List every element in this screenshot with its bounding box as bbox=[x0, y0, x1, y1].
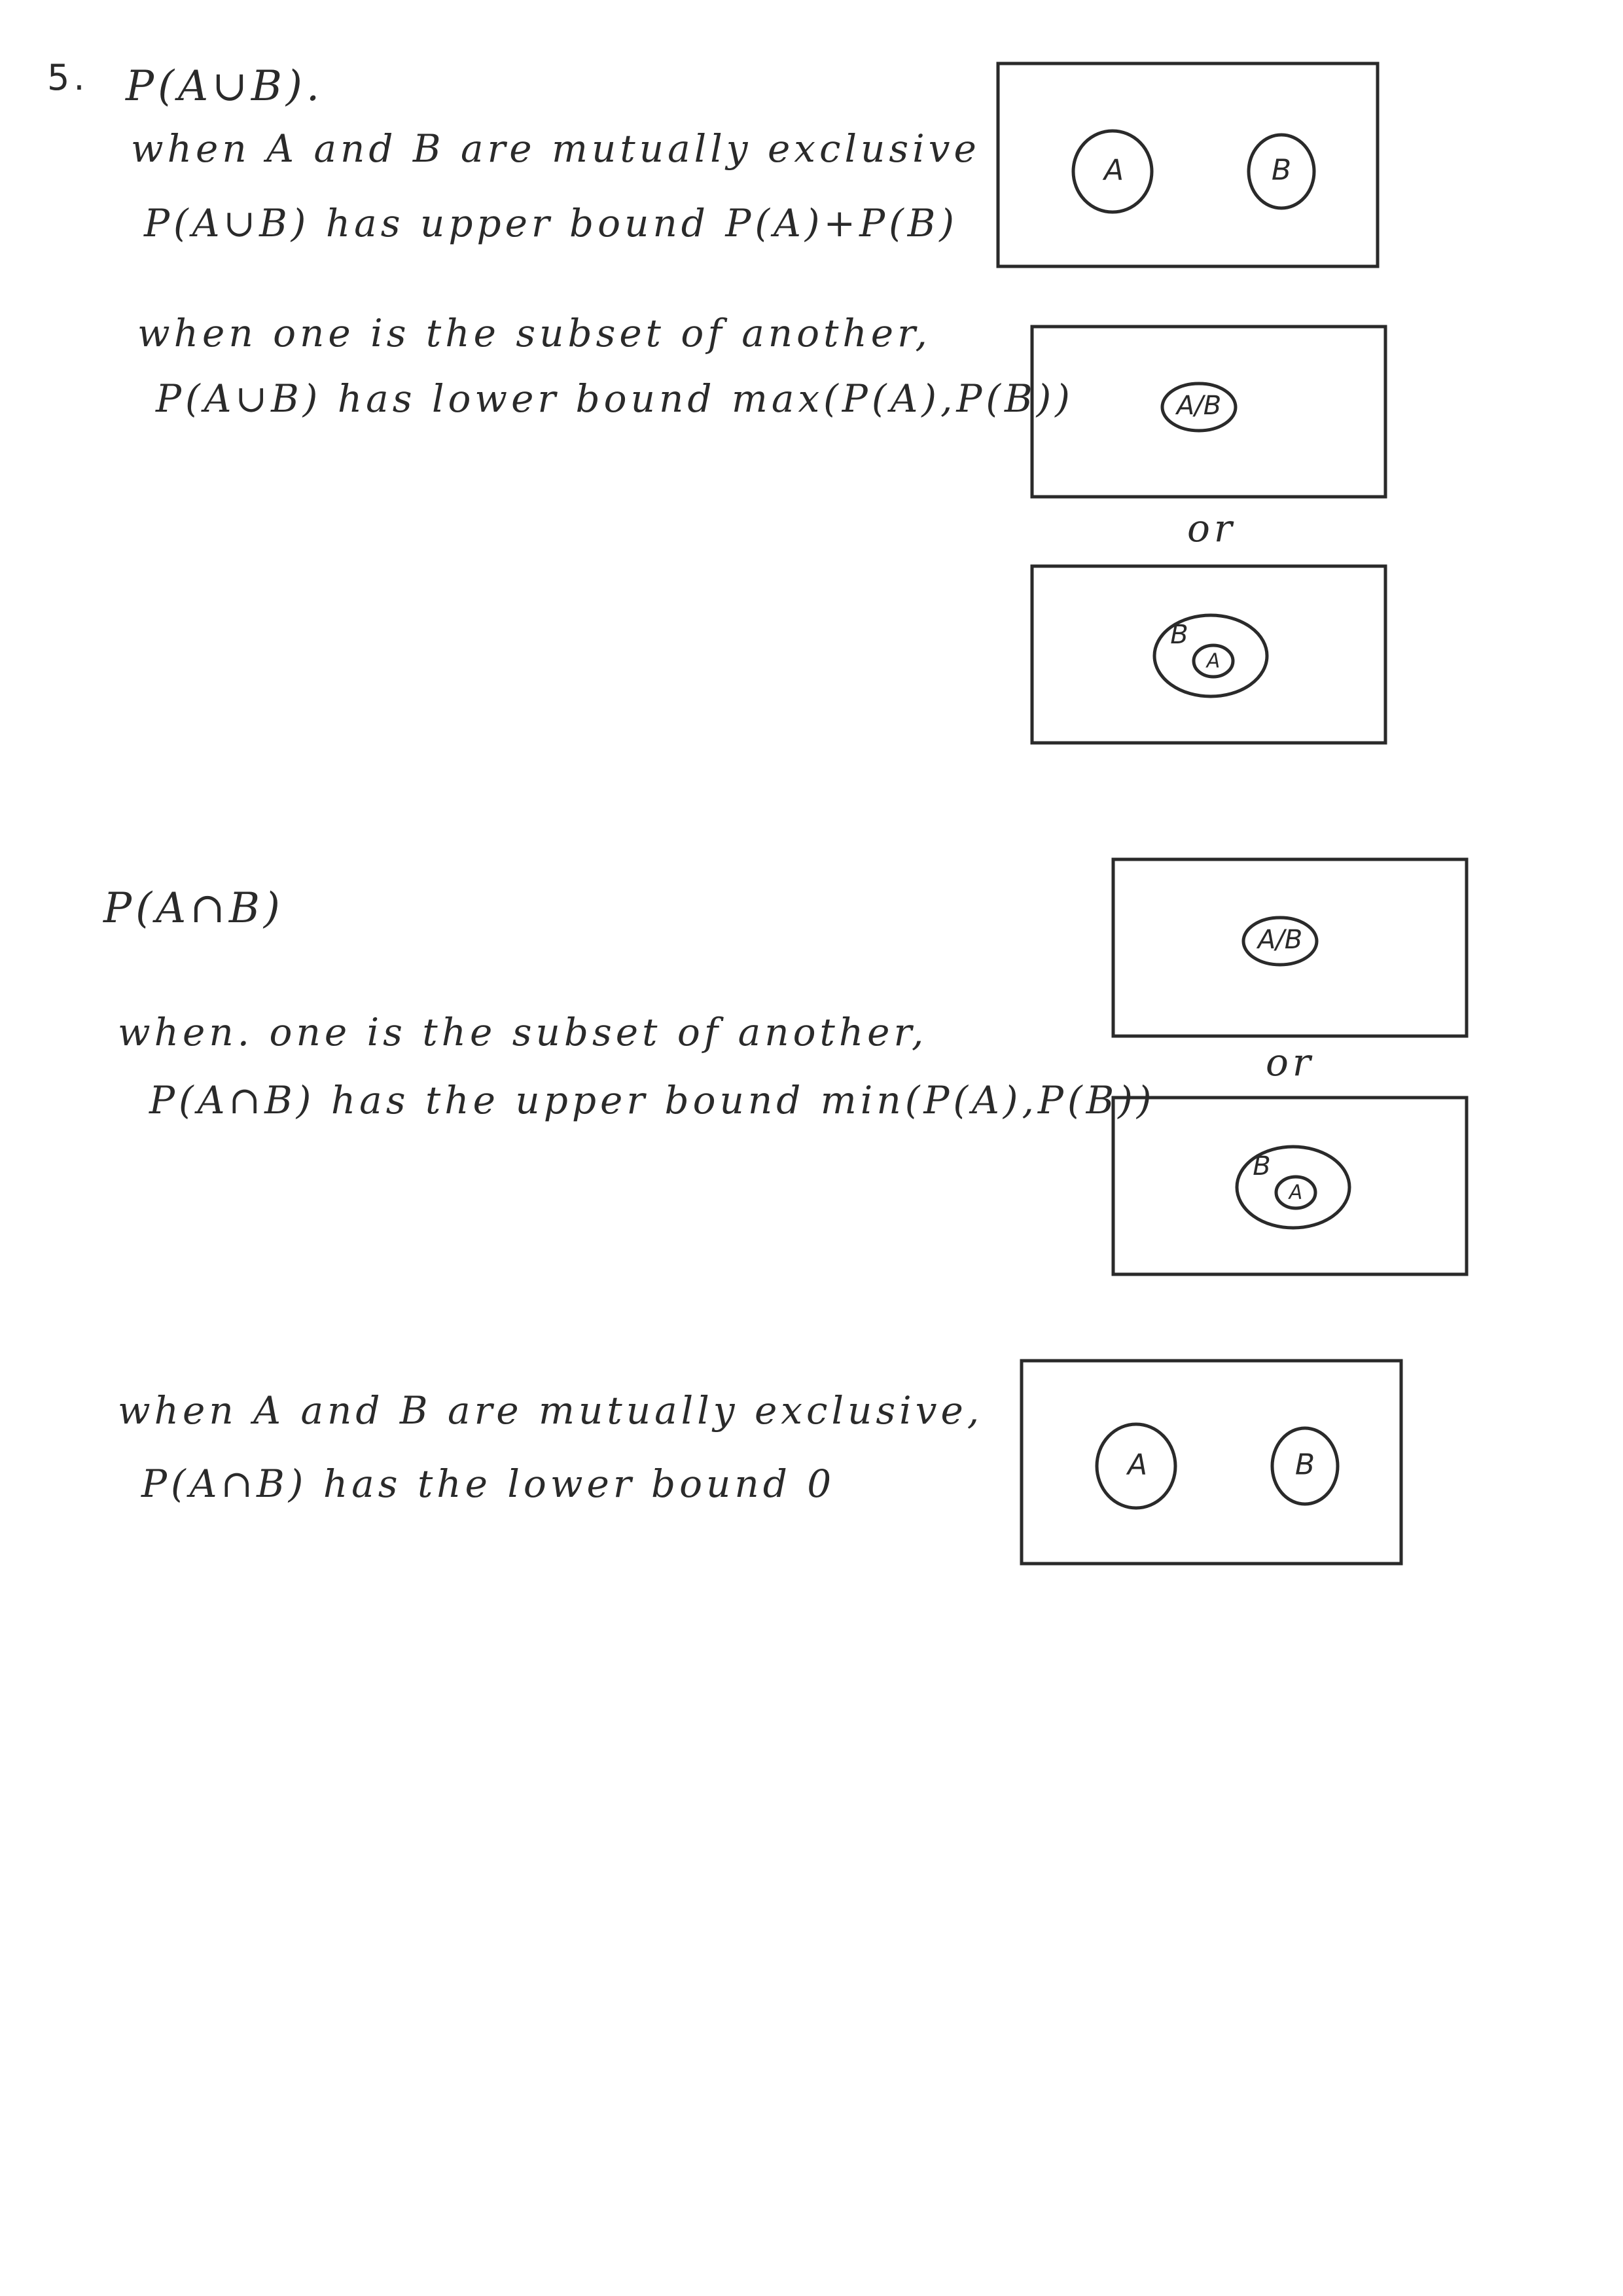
sample-space-box bbox=[1030, 564, 1387, 745]
set-ab-label: A/B bbox=[1256, 925, 1302, 955]
set-b-label: B bbox=[1295, 1448, 1315, 1482]
set-b-label: B bbox=[1253, 1151, 1270, 1181]
set-ab-circle bbox=[1160, 382, 1238, 433]
sample-space-box bbox=[1111, 1096, 1469, 1276]
union-case2-bound: P(A∪B) has lower bound max(P(A),P(B)) bbox=[156, 376, 1074, 421]
set-a-label: A bbox=[1288, 1181, 1303, 1204]
intersection-case1-bound: P(A∩B) has the upper bound min(P(A),P(B)… bbox=[149, 1078, 1156, 1122]
union-case1-bound: P(A∪B) has upper bound P(A)+P(B) bbox=[144, 201, 959, 245]
set-a-circle bbox=[1071, 129, 1154, 214]
union-case2-condition: when one is the subset of another, bbox=[137, 311, 931, 355]
set-b-circle bbox=[1270, 1426, 1340, 1506]
sample-space-box bbox=[1111, 857, 1469, 1038]
set-ab-circle bbox=[1241, 916, 1319, 967]
or-label: or bbox=[1187, 506, 1236, 550]
set-b-label: B bbox=[1272, 154, 1291, 187]
venn-subset-intersection: B A bbox=[1111, 1096, 1469, 1276]
set-b-circle bbox=[1152, 613, 1269, 698]
sample-space-box bbox=[1020, 1359, 1403, 1566]
intersection-case1-condition: when. one is the subset of another, bbox=[118, 1010, 928, 1054]
union-case1-condition: when A and B are mutually exclusive bbox=[131, 126, 980, 171]
sample-space-box bbox=[996, 62, 1380, 268]
intersection-heading: P(A∩B) bbox=[103, 884, 284, 933]
set-b-circle bbox=[1235, 1145, 1351, 1230]
set-ab-label: A/B bbox=[1175, 391, 1221, 421]
venn-equal-sets-union: A/B bbox=[1030, 325, 1387, 499]
set-a-circle bbox=[1274, 1175, 1317, 1210]
venn-mutually-exclusive-intersection: A B bbox=[1020, 1359, 1403, 1566]
sample-space-box bbox=[1030, 325, 1387, 499]
venn-subset-union: B A bbox=[1030, 564, 1387, 745]
venn-mutually-exclusive-union: A B bbox=[996, 62, 1380, 268]
set-a-circle bbox=[1095, 1422, 1177, 1510]
intersection-case2-bound: P(A∩B) has the lower bound 0 bbox=[141, 1462, 836, 1506]
set-b-circle bbox=[1247, 133, 1316, 210]
set-b-label: B bbox=[1170, 620, 1188, 650]
set-a-circle bbox=[1192, 643, 1235, 679]
set-a-label: A bbox=[1102, 154, 1124, 187]
set-a-label: A bbox=[1205, 650, 1221, 673]
question-number: 5. bbox=[47, 57, 89, 98]
intersection-case2-condition: when A and B are mutually exclusive, bbox=[118, 1388, 984, 1433]
venn-equal-sets-intersection: A/B bbox=[1111, 857, 1469, 1038]
or-label: or bbox=[1266, 1040, 1315, 1085]
set-a-label: A bbox=[1126, 1448, 1147, 1482]
union-heading: P(A∪B). bbox=[126, 62, 324, 111]
